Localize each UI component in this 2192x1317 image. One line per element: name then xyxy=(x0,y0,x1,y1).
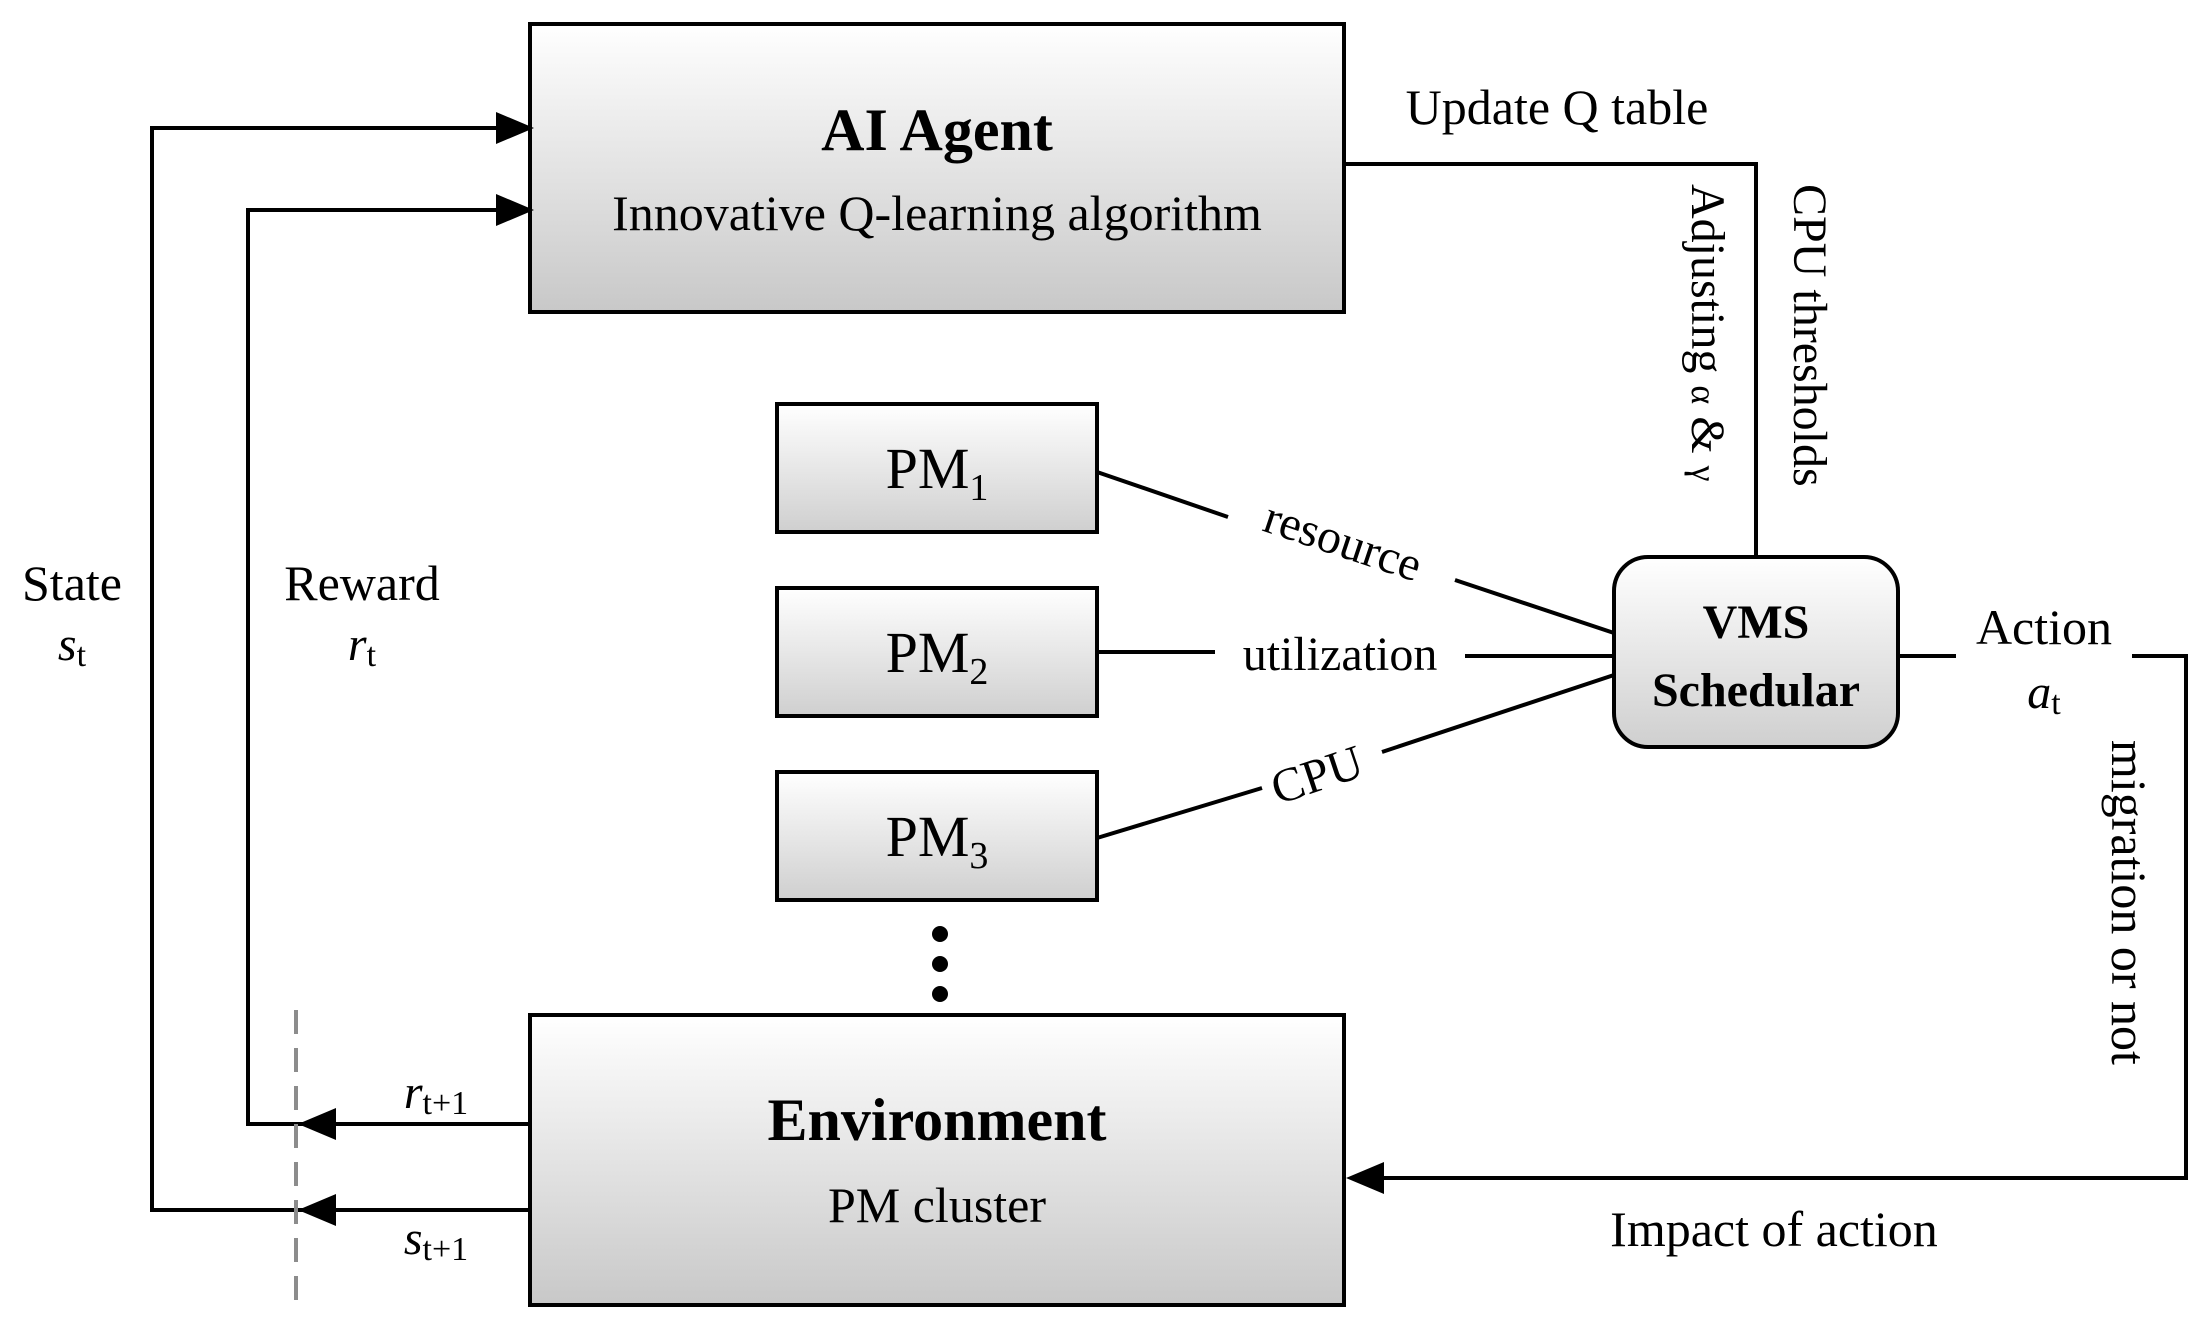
pm1-link-a xyxy=(1096,470,1229,519)
state-loop xyxy=(150,126,530,1212)
impact-arrowhead xyxy=(1346,1162,1384,1194)
reward-label: Reward xyxy=(284,555,440,611)
pm1-label: PM1 xyxy=(886,436,989,509)
reward-symbol: rt xyxy=(348,618,377,674)
state-next-symbol: st+1 xyxy=(404,1212,468,1268)
reward-arrowhead-agent xyxy=(496,194,534,226)
vms-scheduler-box: VMS Schedular xyxy=(1612,555,1900,749)
environment-title: Environment xyxy=(768,1087,1107,1153)
action-link-b xyxy=(1378,654,2188,1180)
environment-subtitle: PM cluster xyxy=(828,1177,1046,1233)
environment-box: Environment PM cluster xyxy=(528,1013,1346,1307)
state-symbol: st xyxy=(58,618,87,674)
pm1-box: PM1 xyxy=(775,402,1099,534)
action-label: Action xyxy=(1976,599,2112,655)
ai-agent-box: AI Agent Innovative Q-learning algorithm xyxy=(528,22,1346,314)
pm3-link-b xyxy=(1381,673,1615,754)
pm3-link-a xyxy=(1096,786,1263,840)
ai-agent-title: AI Agent xyxy=(821,97,1053,163)
ai-agent-subtitle: Innovative Q-learning algorithm xyxy=(612,185,1262,241)
reward-loop xyxy=(246,208,530,1126)
vms-scheduler-line1: VMS xyxy=(1703,596,1810,649)
more-pms-ellipsis xyxy=(932,926,948,1002)
resource-label: resource xyxy=(1257,490,1428,592)
state-arrowhead-env xyxy=(298,1194,336,1226)
vms-scheduler-line2: Schedular xyxy=(1652,664,1860,717)
pm2-box: PM2 xyxy=(775,586,1099,718)
pm2-label: PM2 xyxy=(886,620,989,693)
update-q-label: Update Q table xyxy=(1406,79,1709,135)
impact-label: Impact of action xyxy=(1610,1201,1938,1257)
cpu-label: CPU xyxy=(1264,735,1369,815)
utilization-label: utilization xyxy=(1243,628,1438,681)
update-q-connector xyxy=(1344,162,1758,557)
state-label: State xyxy=(22,555,122,611)
state-arrowhead-agent xyxy=(496,112,534,144)
migration-label: migration or not xyxy=(2101,740,2157,1065)
adjusting-label: Adjusting α & γ xyxy=(1681,184,1734,482)
reward-arrowhead-env xyxy=(298,1108,336,1140)
pm1-link-b xyxy=(1454,578,1615,635)
pm3-box: PM3 xyxy=(775,770,1099,902)
reward-next-symbol: rt+1 xyxy=(404,1066,468,1122)
pm3-label: PM3 xyxy=(886,804,989,877)
cpu-thresholds-label: CPU thresholds xyxy=(1783,184,1836,487)
action-symbol: at xyxy=(2027,666,2061,722)
